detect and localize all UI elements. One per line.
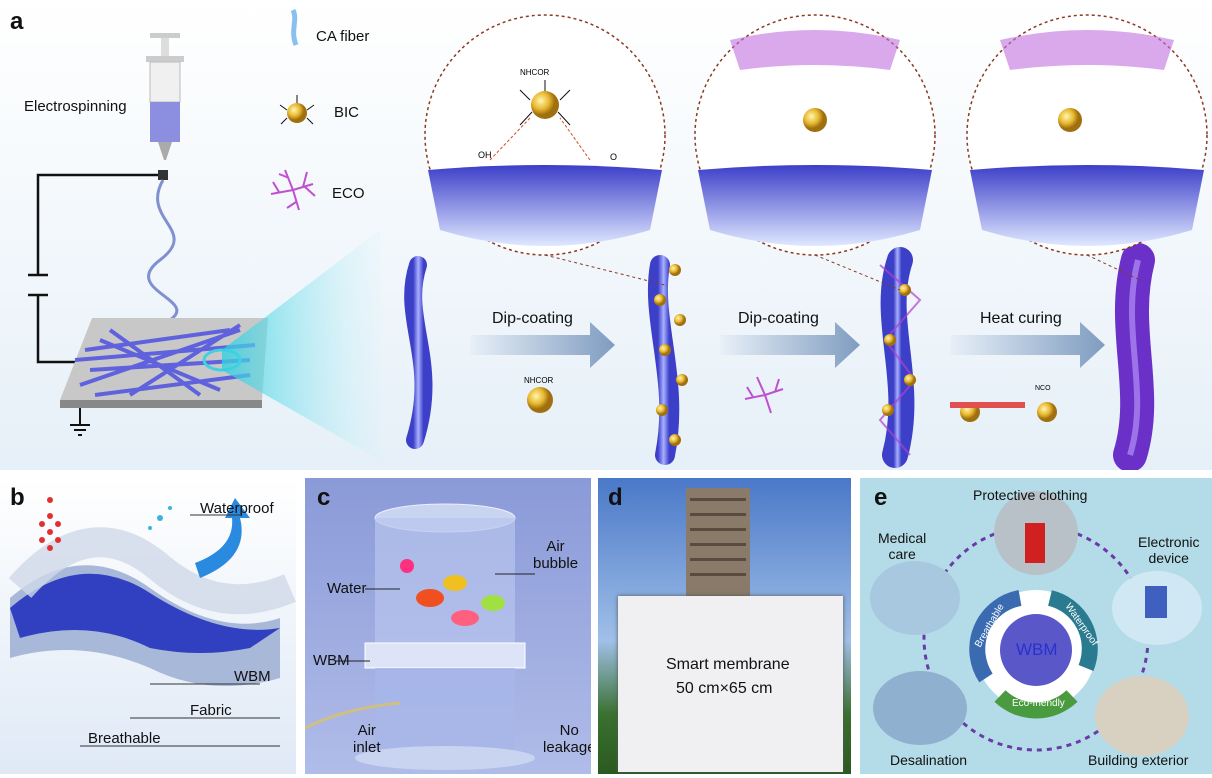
fiber-mat [74,323,256,397]
bic-label: BIC [334,104,360,121]
svg-text:NHCOR: NHCOR [524,376,554,385]
center-wbm-label: WBM [1016,640,1058,659]
water-label: Water [327,580,367,597]
panel-c-label: c [317,484,331,511]
jet-icon [147,179,179,322]
building-exterior-label: Building exterior [1088,752,1189,768]
ca-fiber-label: CA fiber [316,28,370,45]
zoom-bubble-3 [966,14,1208,281]
process-arrows [470,322,1105,368]
ground-icon [70,408,90,436]
zoom-cone [222,230,380,460]
air-inlet-label: Air inlet [353,722,381,756]
electronic-device-label: Electronic device [1138,534,1200,566]
svg-text:OH: OH [478,150,492,160]
panel-a: NHCOR OH O NHCOR NCO a Electrospinning C… [0,0,1212,470]
medical-care-photo [870,561,960,635]
building-photo [686,488,750,598]
electrospinning-label: Electrospinning [24,98,127,115]
panel-e: Breathable Waterproof Eco-friendly e WBM… [860,478,1212,774]
arrow-icon [195,498,250,578]
bic-coated-fiber [647,255,680,465]
leak-test-apparatus [305,503,535,770]
wbm-label: WBM [313,652,350,669]
desalination-label: Desalination [890,752,968,768]
capacitor-icon [28,273,48,297]
membrane-title: Smart membrane [666,656,790,673]
fabric-label: Fabric [190,702,232,719]
panel-b-label: b [10,484,25,511]
syringe-icon [146,33,184,180]
zoom-bubble-2 [694,14,936,291]
step-1-label: Dip-coating [492,310,573,327]
membrane-layers-illustration [8,497,296,747]
eco-icon [270,169,316,211]
desalination-photo [873,671,967,745]
step-2-label: Dip-coating [738,310,819,327]
membrane-size: 50 cm×65 cm [676,680,773,697]
svg-text:Eco-friendly: Eco-friendly [1012,698,1065,709]
protective-clothing-label: Protective clothing [973,487,1088,503]
ca-fiber-icon [290,8,299,46]
building-exterior-photo [1095,676,1189,756]
panel-d-label: d [608,484,623,511]
panel-d: d Smart membrane 50 cm×65 cm [598,478,851,774]
bic-particles [654,264,688,446]
step-3-label: Heat curing [980,310,1062,327]
eco-coated-fiber [880,247,915,468]
applications-diagram: Breathable Waterproof Eco-friendly [870,491,1202,756]
svg-text:NHCOR: NHCOR [520,68,550,77]
waterproof-label: Waterproof [200,500,274,517]
no-leakage-label: No leakage [543,722,591,756]
eco-label: ECO [332,185,365,202]
zoom-bubble-1 [424,14,666,286]
breathable-label: Breathable [88,730,161,747]
bic-icon [279,95,315,125]
svg-text:NCO: NCO [1035,385,1051,392]
ca-fiber [404,256,433,449]
wbm-label: WBM [234,668,271,685]
panel-b: b Waterproof WBM Fabric Breathable [0,478,296,774]
medical-care-label: Medical care [878,530,927,562]
air-bubble-label: Air bubble [533,538,579,572]
panel-a-illustration: NHCOR OH O NHCOR NCO [28,8,1208,470]
svg-text:O: O [610,152,617,162]
panel-e-label: e [874,484,888,511]
panel-a-label: a [10,8,24,35]
panel-c: c Water Air bubble WBM Air inlet No leak… [305,478,591,774]
membrane-sample [618,596,843,772]
